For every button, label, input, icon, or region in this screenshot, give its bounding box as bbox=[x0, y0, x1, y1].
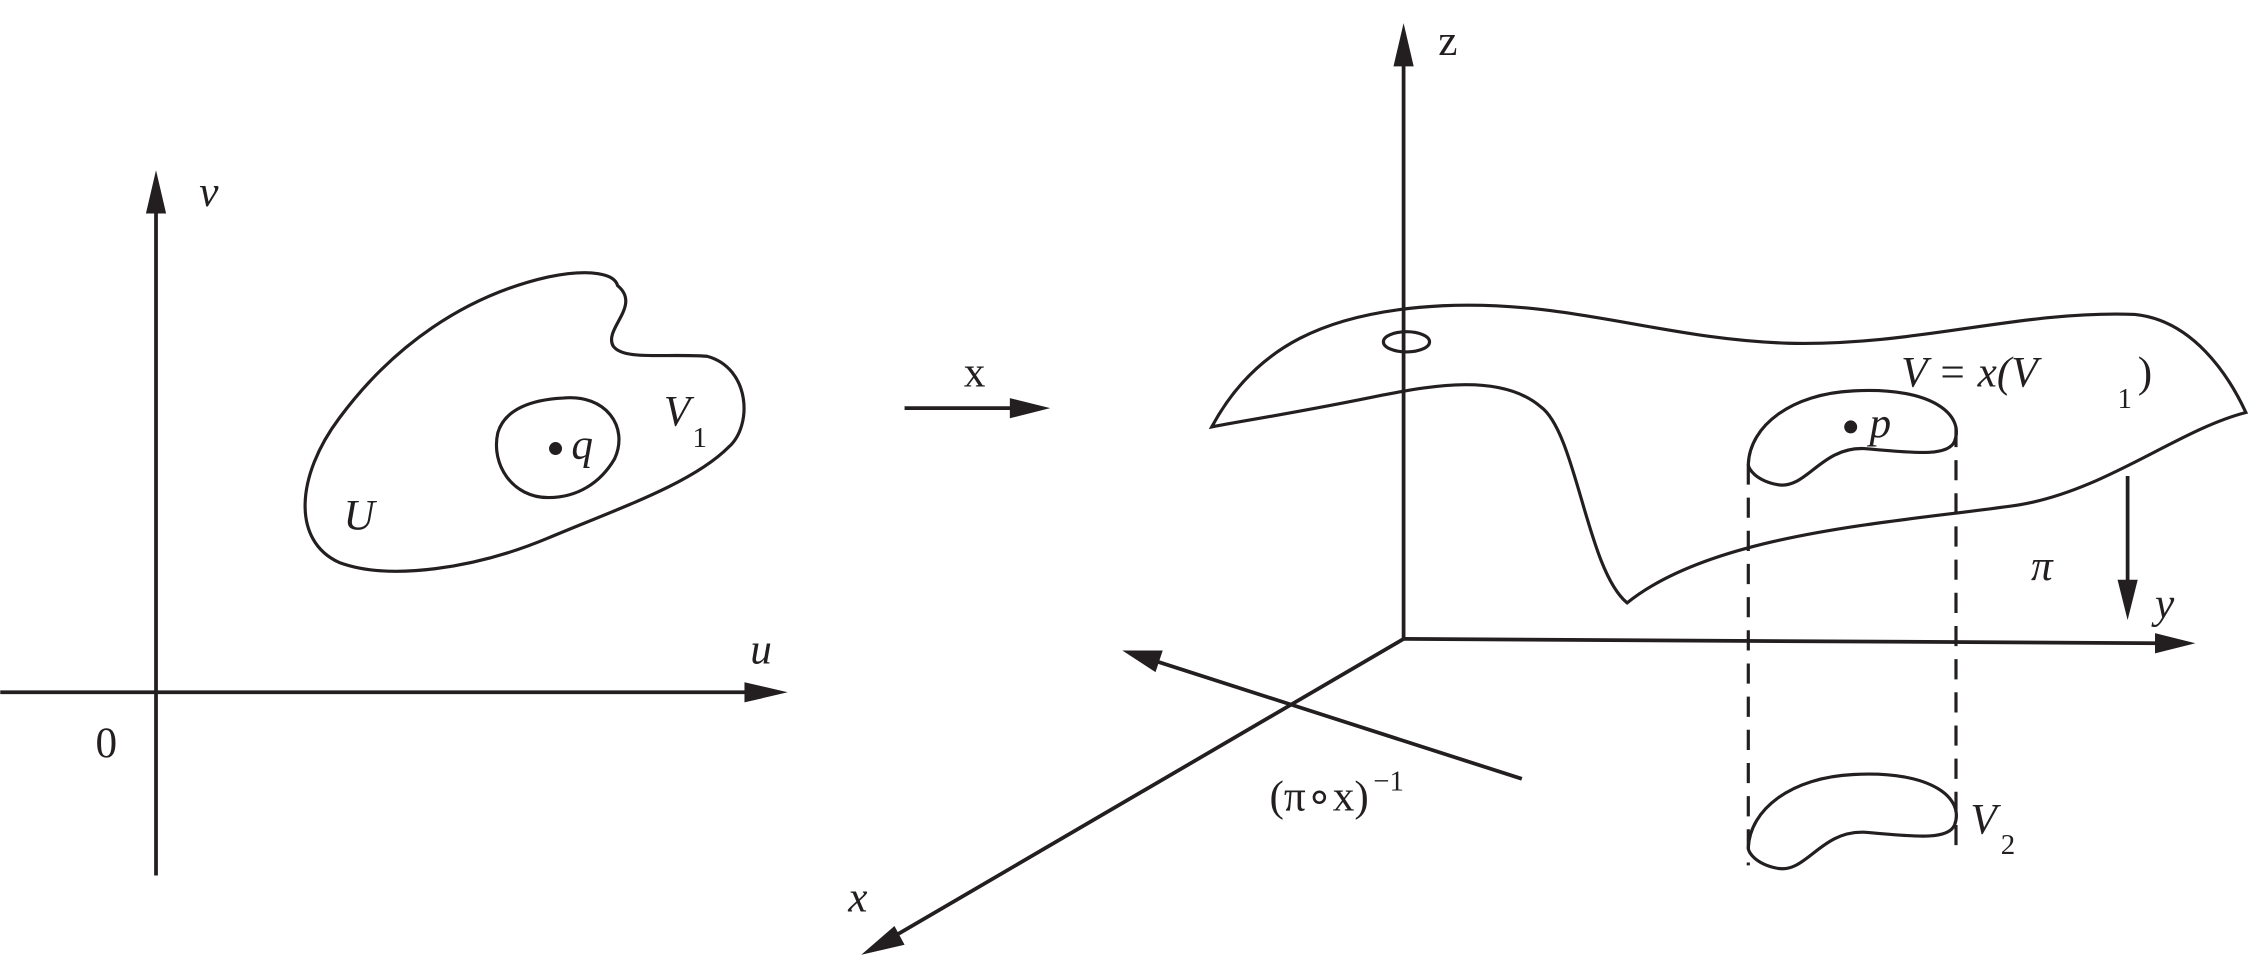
region-V-outline bbox=[1746, 388, 1958, 487]
inverse-map-arrow-head bbox=[1122, 650, 1163, 673]
inverse-map-superscript: −1 bbox=[1373, 765, 1404, 797]
inverse-map-arrow-shaft bbox=[1153, 658, 1523, 781]
x-axis-arrowhead bbox=[861, 925, 905, 955]
x-axis-label: x bbox=[847, 874, 867, 922]
surface-label-main: V = x(V bbox=[1901, 349, 2042, 397]
z-axis-label: z bbox=[1438, 17, 1457, 65]
region-U-outline bbox=[303, 271, 746, 573]
uv-plane: v u 0 q V 1 U bbox=[0, 168, 788, 876]
map-arrow-label: x bbox=[964, 349, 986, 397]
region-U-label: U bbox=[344, 491, 378, 539]
map-arrow-head bbox=[1009, 398, 1051, 419]
inverse-map-label: (π∘x) bbox=[1269, 773, 1368, 821]
u-axis-label: u bbox=[750, 625, 772, 673]
projection-label: π bbox=[2031, 542, 2054, 590]
region-V2-outline bbox=[1746, 772, 1958, 871]
u-axis-arrowhead bbox=[744, 682, 788, 703]
origin-label: 0 bbox=[95, 719, 117, 767]
y-axis bbox=[1403, 637, 2161, 646]
region-V1-subscript: 1 bbox=[693, 422, 707, 454]
x-axis bbox=[886, 637, 1405, 942]
map-x-arrow: x bbox=[904, 349, 1051, 419]
projection-arrow-head bbox=[2117, 579, 2138, 621]
region-V1-label: V bbox=[664, 387, 695, 435]
region-V1-outline bbox=[494, 396, 621, 500]
surface-label-close: ) bbox=[2138, 349, 2152, 397]
point-p-dot bbox=[1844, 420, 1858, 434]
surface-label-text: V = x(V bbox=[1901, 349, 2042, 397]
z-axis-surface-crossing bbox=[1381, 330, 1432, 354]
z-axis-arrowhead bbox=[1393, 23, 1414, 67]
y-axis-label: y bbox=[2151, 579, 2175, 627]
y-axis-arrowhead bbox=[2155, 633, 2196, 654]
surface-outline bbox=[1208, 303, 2249, 605]
point-p-label: p bbox=[1866, 399, 1891, 447]
surface-label-subscript: 1 bbox=[2118, 383, 2132, 415]
v-axis-label: v bbox=[199, 168, 219, 216]
v-axis-arrowhead bbox=[145, 170, 167, 214]
point-q-dot bbox=[549, 442, 563, 456]
point-q-label: q bbox=[571, 421, 593, 469]
region-V2-subscript: 2 bbox=[2001, 829, 2015, 861]
xyz-space: z y x p V = x(V 1 ) V 2 π (π∘x) −1 bbox=[847, 17, 2249, 955]
surface-label: V = x(V 1 ) bbox=[1901, 349, 2152, 416]
region-V2-label: V bbox=[1970, 796, 2001, 844]
